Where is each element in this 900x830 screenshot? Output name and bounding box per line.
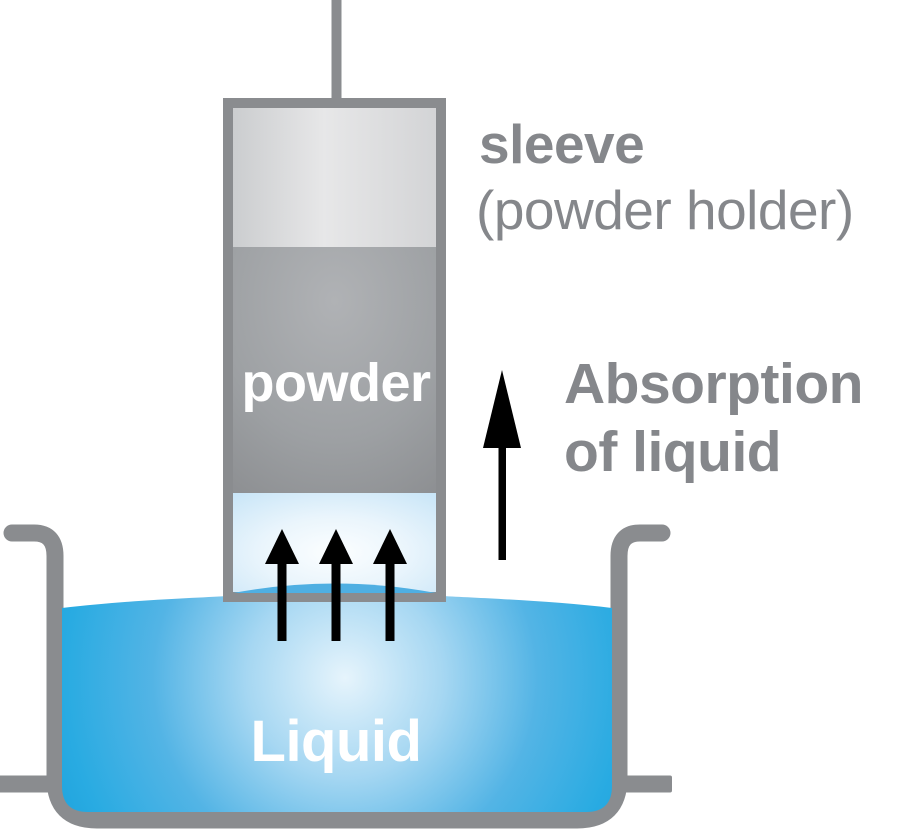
capillary-arrows — [265, 529, 407, 641]
capillary-up-arrow-icon — [265, 529, 299, 641]
powder-label: powder — [241, 353, 430, 413]
beaker-right-foot — [619, 775, 672, 793]
capillary-up-arrow-icon — [319, 529, 353, 641]
liquid-label: Liquid — [251, 709, 422, 774]
suspension-rod — [331, 0, 342, 102]
capillary-up-arrow-icon — [373, 529, 407, 641]
absorption-label-line2: of liquid — [564, 420, 781, 484]
beaker-wall — [3, 524, 671, 829]
sleeve-label-line2: (powder holder) — [476, 179, 854, 241]
absorption-arrow-icon — [483, 370, 521, 560]
liquid-body — [62, 596, 612, 812]
sleeve-tube — [223, 98, 446, 602]
sleeve-empty-section — [233, 108, 436, 247]
absorption-label-line1: Absorption — [564, 352, 863, 416]
beaker-left-foot — [0, 775, 52, 793]
sleeve-label-line1: sleeve — [479, 113, 644, 175]
powder-section — [233, 247, 436, 493]
